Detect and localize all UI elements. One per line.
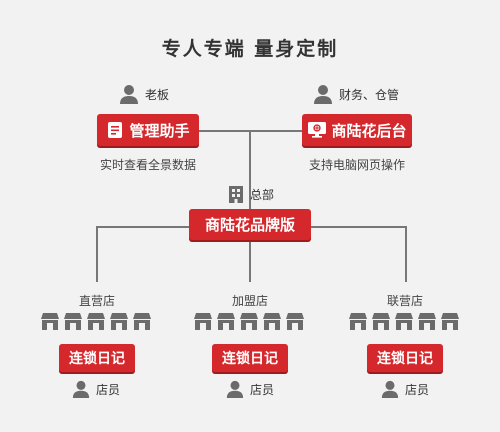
building-icon (229, 186, 243, 203)
branch-app-label: 连锁日记 (69, 351, 125, 367)
hq-role: 总部 (228, 185, 274, 203)
staff-label: 店员 (250, 382, 275, 397)
store-icon (110, 313, 128, 330)
hq-app-label: 商陆花品牌版 (204, 216, 295, 234)
boss-app-button[interactable]: 管理助手 (97, 114, 199, 146)
branch-app-button-direct[interactable]: 连锁日记 (59, 344, 135, 372)
hq-role-label: 总部 (250, 187, 275, 202)
finance-role-label: 财务、仓管 (339, 87, 400, 102)
finance-role: 财务、仓管 (313, 84, 399, 104)
store-icon (372, 313, 390, 330)
store-row-joint (348, 312, 460, 331)
store-icon (217, 313, 235, 330)
boss-role-label: 老板 (145, 87, 170, 102)
person-icon (381, 380, 399, 398)
finance-caption: 支持电脑网页操作 (308, 158, 405, 172)
store-icon (395, 313, 413, 330)
branch-app-button-franchise[interactable]: 连锁日记 (212, 344, 288, 372)
branch-app-button-joint[interactable]: 连锁日记 (367, 344, 443, 372)
store-icon (286, 313, 304, 330)
person-icon (120, 85, 138, 104)
store-icon (418, 313, 436, 330)
store-icon (133, 313, 151, 330)
branch-mid-line (249, 238, 251, 282)
store-icon (194, 313, 212, 330)
page-title: 专人专端 量身定制 (161, 38, 339, 60)
person-icon (226, 380, 244, 398)
store-icon (441, 313, 459, 330)
staff-label: 店员 (405, 382, 430, 397)
branch-staff-franchise: 店员 (226, 380, 274, 398)
branch-label-direct: 直营店 (78, 294, 115, 308)
boss-app-label: 管理助手 (129, 121, 190, 140)
document-icon (108, 122, 123, 138)
store-icon (64, 313, 82, 330)
branch-app-label: 连锁日记 (222, 351, 278, 367)
store-row-direct (40, 312, 152, 331)
branch-label-joint: 联营店 (386, 294, 423, 308)
staff-label: 店员 (96, 382, 121, 397)
store-icon (87, 313, 105, 330)
top-vertical-line (249, 130, 251, 210)
monitor-icon (308, 122, 327, 138)
branch-app-label: 连锁日记 (377, 351, 433, 367)
branch-staff-direct: 店员 (72, 380, 120, 398)
finance-app-label: 商陆花后台 (331, 121, 407, 140)
branch-right-line (405, 226, 407, 282)
branch-left-line (96, 226, 98, 282)
person-icon (314, 85, 332, 104)
hq-app-button[interactable]: 商陆花品牌版 (189, 209, 311, 240)
store-icon (240, 313, 258, 330)
boss-role: 老板 (119, 84, 169, 104)
finance-app-button[interactable]: 商陆花后台 (302, 114, 412, 146)
store-icon (263, 313, 281, 330)
boss-caption: 实时查看全景数据 (99, 158, 196, 172)
person-icon (72, 380, 90, 398)
branch-label-franchise: 加盟店 (231, 294, 268, 308)
store-icon (349, 313, 367, 330)
store-row-franchise (193, 312, 305, 331)
branch-staff-joint: 店员 (381, 380, 429, 398)
store-icon (41, 313, 59, 330)
